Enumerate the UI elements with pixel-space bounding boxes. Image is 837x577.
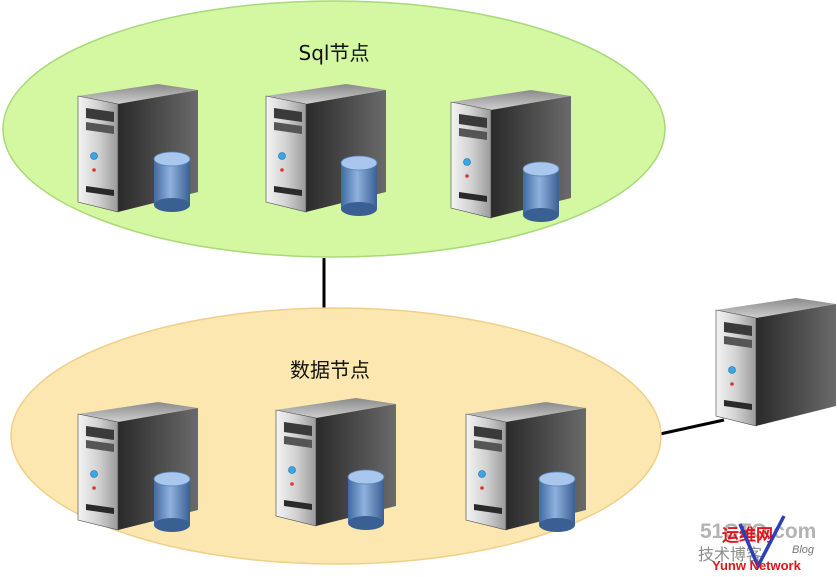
database-icon [153, 471, 191, 533]
watermark: 51CTO.com 运维网 技术博客 Blog Yunw Network [698, 515, 816, 573]
data-server-1 [77, 401, 199, 533]
watermark-v-mark [738, 515, 786, 571]
sql-server-1 [77, 83, 199, 213]
sql-server-2 [265, 83, 387, 217]
watermark-blog: Blog [792, 544, 815, 556]
data-server-2 [275, 397, 397, 531]
database-icon [347, 469, 385, 531]
watermark-cn-top: 运维网 [722, 525, 773, 546]
data-node-cluster: 数据节点 [10, 307, 662, 565]
database-icon [340, 155, 378, 217]
data-node-label: 数据节点 [290, 358, 370, 382]
sql-node-label: Sql节点 [299, 41, 370, 65]
watermark-cn-bottom: 技术博客 [698, 545, 762, 564]
watermark-site: 51CTO.com [700, 520, 816, 543]
data-server-3 [465, 401, 587, 533]
database-icon [538, 471, 576, 533]
database-icon [522, 161, 560, 223]
standalone-server [715, 297, 837, 427]
database-icon [153, 151, 191, 213]
watermark-network: Yunw Network [712, 558, 802, 573]
server-icon [715, 297, 837, 427]
sql-node-cluster: Sql节点 [2, 0, 666, 258]
data-standalone-link [659, 418, 725, 436]
sql-server-3 [450, 89, 572, 223]
